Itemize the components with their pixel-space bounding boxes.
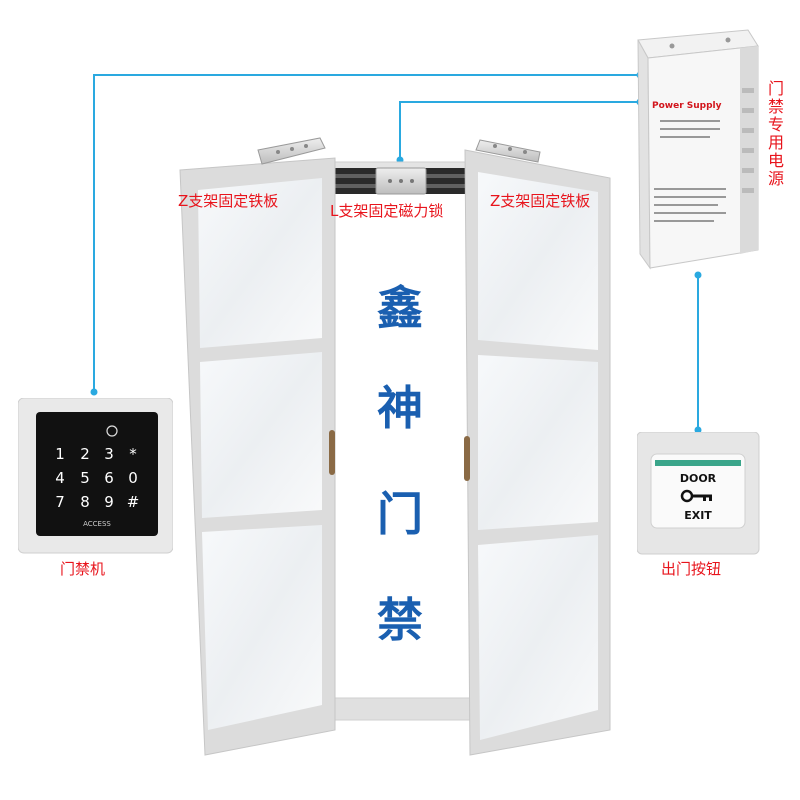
key: 1	[55, 445, 65, 463]
keypad-keys: 1 2 3 * 4 5 6 0 7 8 9 #	[55, 445, 139, 511]
key: 7	[55, 493, 65, 511]
power-supply-title: Power Supply	[652, 101, 722, 111]
left-door	[179, 137, 336, 756]
brand-char-3: 门	[377, 487, 423, 541]
key: 4	[55, 469, 65, 487]
wire-keypad-to-power	[93, 74, 640, 392]
key: 8	[80, 493, 90, 511]
door-frame-bottom	[329, 697, 471, 721]
label-l-bracket: L支架固定磁力锁	[330, 202, 444, 220]
key: 2	[80, 445, 90, 463]
brand-char-1: 鑫	[377, 281, 423, 335]
exit-button-line1: DOOR	[680, 472, 717, 485]
label-z-bracket-left: Z支架固定铁板	[178, 192, 279, 210]
key: 6	[104, 469, 114, 487]
exit-button-panel: DOOR EXIT	[637, 432, 760, 555]
magnetic-lock	[332, 167, 467, 195]
key-icon	[680, 489, 712, 503]
label-power-supply: 门禁专用电源	[767, 79, 784, 188]
label-access-controller: 门禁机	[60, 560, 106, 578]
brand-char-2: 神	[377, 381, 423, 435]
key: #	[127, 493, 140, 511]
access-keypad: 1 2 3 * 4 5 6 0 7 8 9 # ACCESS	[18, 398, 173, 554]
exit-button-line2: EXIT	[684, 509, 712, 522]
z-bracket-left	[257, 137, 326, 165]
double-door	[179, 137, 611, 756]
key: 0	[128, 469, 138, 487]
label-z-bracket-right: Z支架固定铁板	[490, 192, 591, 210]
z-bracket-right	[475, 139, 541, 163]
brand-char-4: 禁	[377, 593, 423, 647]
key: *	[129, 445, 137, 463]
keypad-brand: ACCESS	[83, 520, 111, 528]
right-door	[464, 139, 611, 756]
key: 9	[104, 493, 114, 511]
key: 3	[104, 445, 114, 463]
key: 5	[80, 469, 90, 487]
wire-lock-to-power	[399, 101, 640, 160]
label-exit-button: 出门按钮	[661, 560, 722, 578]
power-supply-box: Power Supply	[637, 29, 759, 270]
